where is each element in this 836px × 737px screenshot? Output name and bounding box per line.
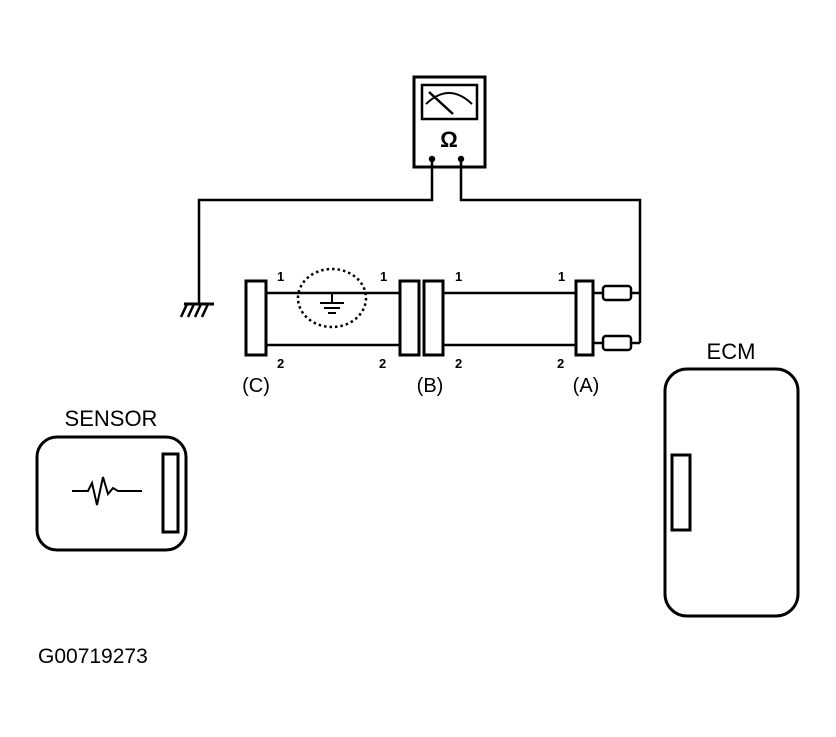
sensor-label: SENSOR xyxy=(65,406,158,431)
short-circle xyxy=(296,267,368,329)
ecm: ECM xyxy=(663,339,800,618)
ohmmeter-needle xyxy=(428,91,454,115)
connector-b-right xyxy=(422,279,445,357)
sensor: SENSOR xyxy=(35,406,188,552)
connector-b-pin2-label: 2 xyxy=(379,356,386,371)
probe-terminal-pin1 xyxy=(601,284,633,302)
connector-c-label: (C) xyxy=(242,375,270,397)
sensor-waveform-icon xyxy=(72,476,142,506)
meter-lead-to-ground xyxy=(197,159,434,304)
connector-c-pin2-label: 2 xyxy=(277,356,284,371)
ohmmeter-scale-arc xyxy=(425,92,473,105)
ecm-connector-slot xyxy=(670,453,692,532)
connector-a-probe-terminals xyxy=(593,284,640,352)
ecm-body xyxy=(663,367,800,618)
meter-lead-to-connector-a xyxy=(459,159,642,343)
connector-b-right-pin2-label: 2 xyxy=(455,356,462,371)
probe-terminal-pin2 xyxy=(601,334,633,352)
connector-b-left xyxy=(398,279,421,357)
connector-c-pin1-label: 1 xyxy=(277,269,284,284)
short-to-ground-indicator xyxy=(296,267,368,329)
connector-c xyxy=(244,279,268,357)
ohmmeter-dial-window xyxy=(420,83,479,121)
sensor-body xyxy=(35,435,188,552)
connector-a-pin2-label: 2 xyxy=(557,356,564,371)
connector-a-label: (A) xyxy=(573,375,600,397)
ohm-symbol: Ω xyxy=(440,127,458,152)
connector-b-pin1-label: 1 xyxy=(380,269,387,284)
connector-a-pin1-label: 1 xyxy=(558,269,565,284)
short-to-ground-icon xyxy=(320,293,344,314)
chassis-ground-icon xyxy=(179,302,214,318)
connector-a xyxy=(574,279,595,357)
sensor-connector-slot xyxy=(161,452,180,534)
connector-b-right-pin1-label: 1 xyxy=(455,269,462,284)
ecm-label: ECM xyxy=(707,339,756,364)
ohmmeter: Ω xyxy=(412,75,487,169)
connector-b-label: (B) xyxy=(417,375,444,397)
figure-code: G00719273 xyxy=(38,645,148,668)
